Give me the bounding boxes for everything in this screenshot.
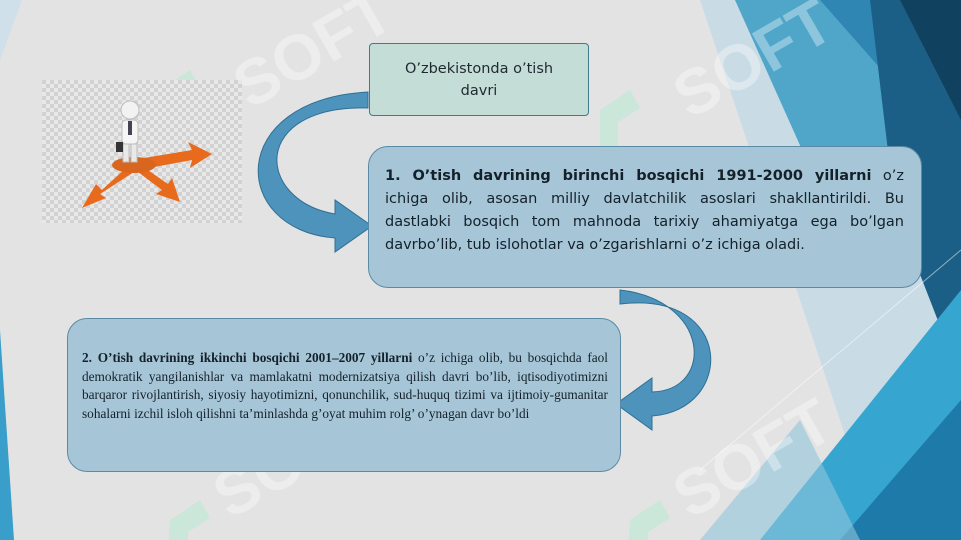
stage-1-box: 1. O’tish davrining birinchi bosqichi 19…: [368, 146, 922, 288]
stage-2-heading: 2. O’tish davrining ikkinchi bosqichi 20…: [82, 350, 413, 365]
stage-1-heading: 1. O’tish davrining birinchi bosqichi 19…: [385, 168, 872, 184]
businessman-direction-arrows-icon: [42, 80, 242, 223]
stage-2-box: 2. O’tish davrining ikkinchi bosqichi 20…: [67, 318, 621, 472]
curved-arrow-1: [257, 91, 373, 253]
curved-arrow-2: [615, 289, 712, 431]
title-text: O’zbekistonda o’tish davri: [404, 60, 554, 99]
stage-2-body: o’z ichiga olib, bu bosqichda faol demok…: [82, 350, 608, 421]
stage-1-body: o’z ichiga olib, asosan milliy davlatchi…: [385, 168, 904, 253]
left-edge-accents: [0, 0, 22, 540]
title-box: O’zbekistonda o’tish davri: [369, 43, 589, 116]
